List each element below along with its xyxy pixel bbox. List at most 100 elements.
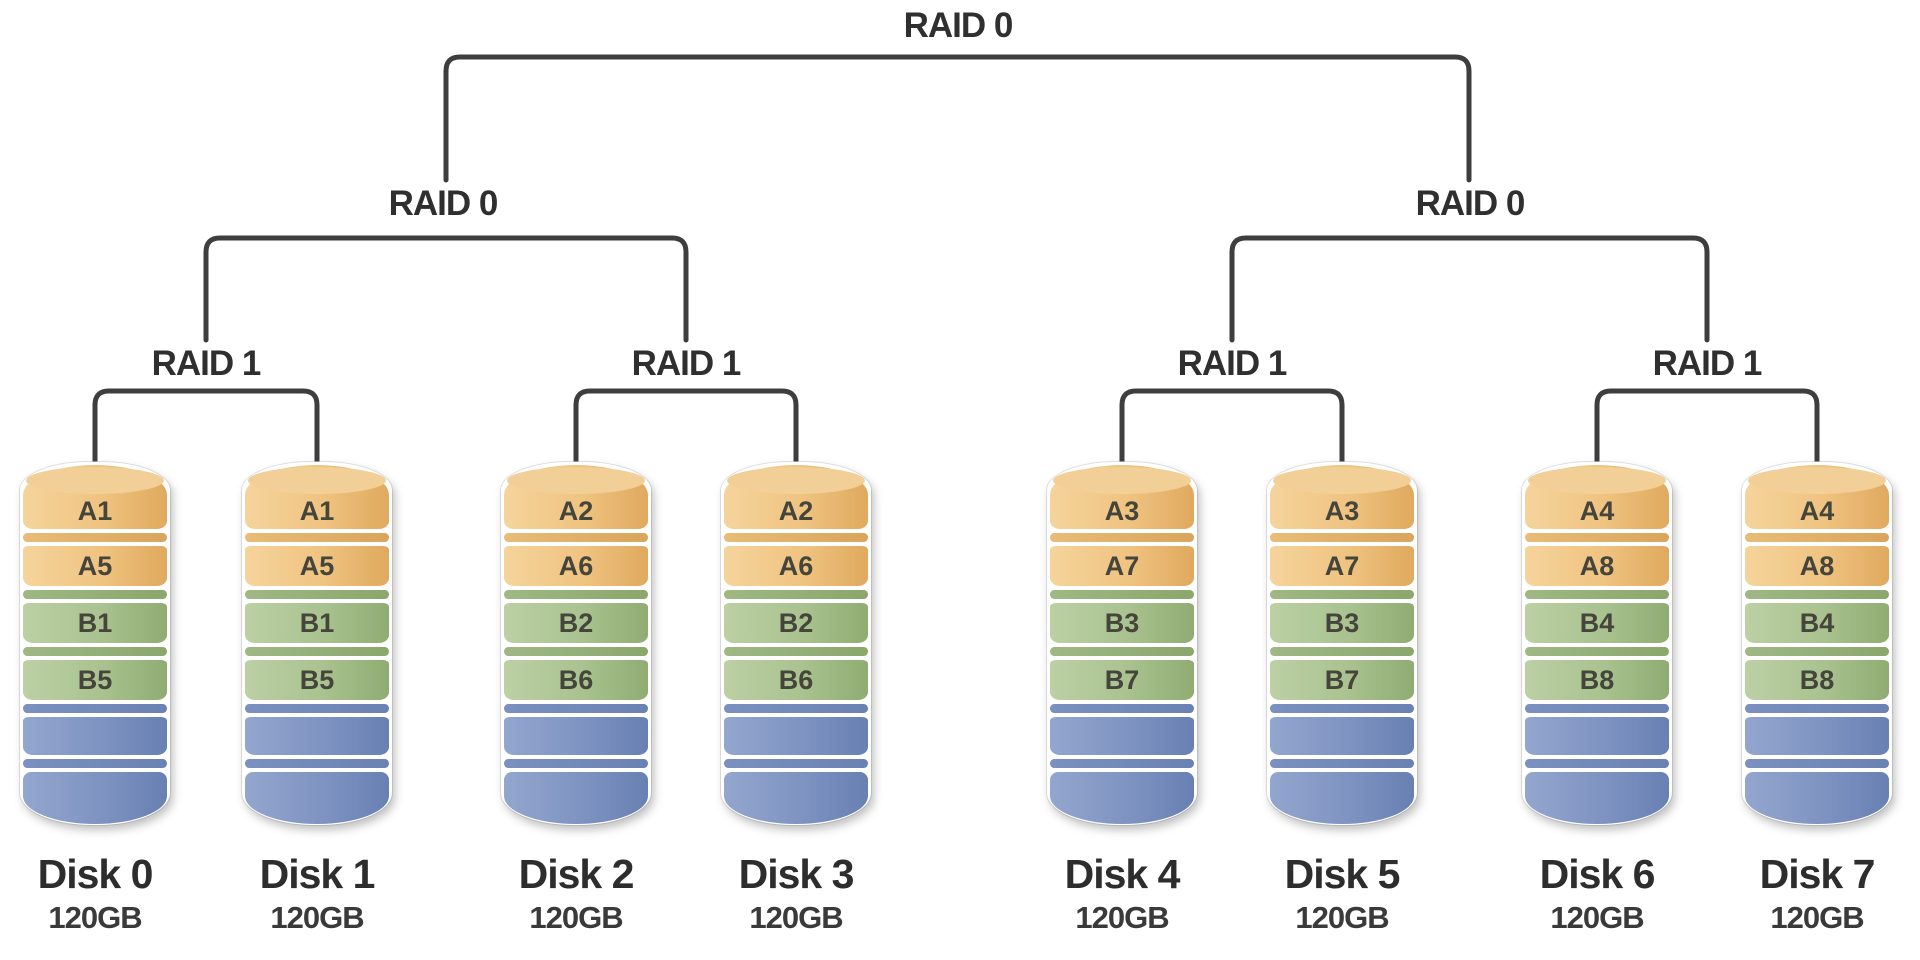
platter-rim [1050, 590, 1194, 599]
disk-capacity: 120GB [270, 900, 364, 935]
disk-capacity: 120GB [529, 900, 623, 935]
platter-rim [1525, 704, 1669, 713]
free-space-band [23, 717, 167, 755]
disk-capacity: 120GB [48, 900, 142, 935]
block-band: B8 [1745, 660, 1889, 700]
block-band: B2 [724, 603, 868, 643]
platter-rim [1525, 590, 1669, 599]
raid1-node2-label: RAID 1 [631, 344, 742, 383]
block-label: A6 [778, 550, 814, 581]
block-band: A6 [724, 546, 868, 586]
block-band: A7 [1270, 546, 1414, 586]
block-band: B7 [1050, 660, 1194, 700]
block-label: A3 [1324, 496, 1360, 526]
raid1-node4-label: RAID 1 [1652, 344, 1763, 383]
raid1-node3-label: RAID 1 [1177, 344, 1288, 383]
disk-capacity: 120GB [749, 900, 843, 935]
disk-cylinder: A2 A6 B2 B6 [501, 462, 651, 825]
platter-rim [724, 533, 868, 542]
free-space-band [504, 772, 648, 824]
block-label: B5 [299, 664, 335, 695]
disk-6: A4 A8 B4 B8 Disk 6 120GB [1522, 462, 1672, 936]
free-space-band [1745, 772, 1889, 824]
platter-rim [1270, 533, 1414, 542]
free-space-band [1270, 772, 1414, 824]
disk-name: Disk 6 [1539, 851, 1656, 897]
block-band: B4 [1745, 603, 1889, 643]
platter-rim [1050, 704, 1194, 713]
block-band: A2 [724, 465, 868, 529]
block-band: B5 [23, 660, 167, 700]
raid0-left-label: RAID 0 [388, 184, 499, 223]
platter-rim [1050, 759, 1194, 768]
block-band: A5 [245, 546, 389, 586]
free-space-band [245, 772, 389, 824]
block-label: B6 [558, 664, 594, 695]
block-band: B3 [1050, 603, 1194, 643]
platter-rim [1745, 533, 1889, 542]
platter-rim [724, 590, 868, 599]
disk-name: Disk 7 [1759, 851, 1876, 897]
connector-stripe-left-bracket [203, 235, 689, 343]
disk-2: A2 A6 B2 B6 Disk 2 120GB [501, 462, 651, 936]
disk-0: A1 A5 B1 B5 Disk 0 120GB [20, 462, 170, 936]
disk-capacity: 120GB [1295, 900, 1389, 935]
block-label: B2 [778, 607, 814, 638]
connector-mirror3-bracket [1119, 388, 1345, 475]
block-label: A8 [1799, 550, 1835, 581]
raid0-root-label: RAID 0 [903, 6, 1014, 45]
block-band: A6 [504, 546, 648, 586]
block-band: A3 [1270, 465, 1414, 529]
platter-rim [724, 704, 868, 713]
block-label: A1 [299, 496, 335, 526]
block-label: B6 [778, 664, 814, 695]
free-space-band [1050, 717, 1194, 755]
disk-7: A4 A8 B4 B8 Disk 7 120GB [1742, 462, 1892, 936]
platter-rim [23, 759, 167, 768]
block-band: A7 [1050, 546, 1194, 586]
free-space-band [1525, 772, 1669, 824]
free-space-band [1525, 717, 1669, 755]
disk-name: Disk 4 [1064, 851, 1181, 897]
platter-rim [245, 759, 389, 768]
block-label: B1 [299, 607, 335, 638]
platter-rim [1050, 533, 1194, 542]
free-space-band [1270, 717, 1414, 755]
platter-rim [504, 704, 648, 713]
platter-rim [1270, 759, 1414, 768]
disk-5: A3 A7 B3 B7 Disk 5 120GB [1267, 462, 1417, 936]
disk-name: Disk 3 [738, 851, 855, 897]
block-band: B7 [1270, 660, 1414, 700]
platter-rim [1525, 759, 1669, 768]
platter-rim [1745, 704, 1889, 713]
platter-rim [504, 647, 648, 656]
block-band: B8 [1525, 660, 1669, 700]
block-label: B7 [1324, 664, 1360, 695]
block-band: A2 [504, 465, 648, 529]
connector-mirror2-bracket [573, 388, 799, 475]
platter-rim [23, 533, 167, 542]
block-label: B8 [1799, 664, 1835, 695]
platter-rim [1745, 647, 1889, 656]
block-label: A5 [77, 550, 113, 581]
disk-cylinder: A1 A5 B1 B5 [242, 462, 392, 825]
block-label: B7 [1104, 664, 1140, 695]
block-band: B5 [245, 660, 389, 700]
block-band: B1 [245, 603, 389, 643]
free-space-band [504, 717, 648, 755]
block-label: B4 [1579, 607, 1615, 638]
block-label: A2 [778, 496, 814, 526]
platter-rim [23, 647, 167, 656]
disk-capacity: 120GB [1075, 900, 1169, 935]
disk-name: Disk 2 [518, 851, 635, 897]
block-label: A4 [1579, 496, 1615, 526]
platter-rim [504, 533, 648, 542]
platter-rim [724, 759, 868, 768]
disk-name: Disk 5 [1284, 851, 1401, 897]
block-label: B1 [77, 607, 113, 638]
disk-1: A1 A5 B1 B5 Disk 1 120GB [242, 462, 392, 936]
connector-stripe-right-bracket [1229, 235, 1710, 343]
block-band: A4 [1525, 465, 1669, 529]
